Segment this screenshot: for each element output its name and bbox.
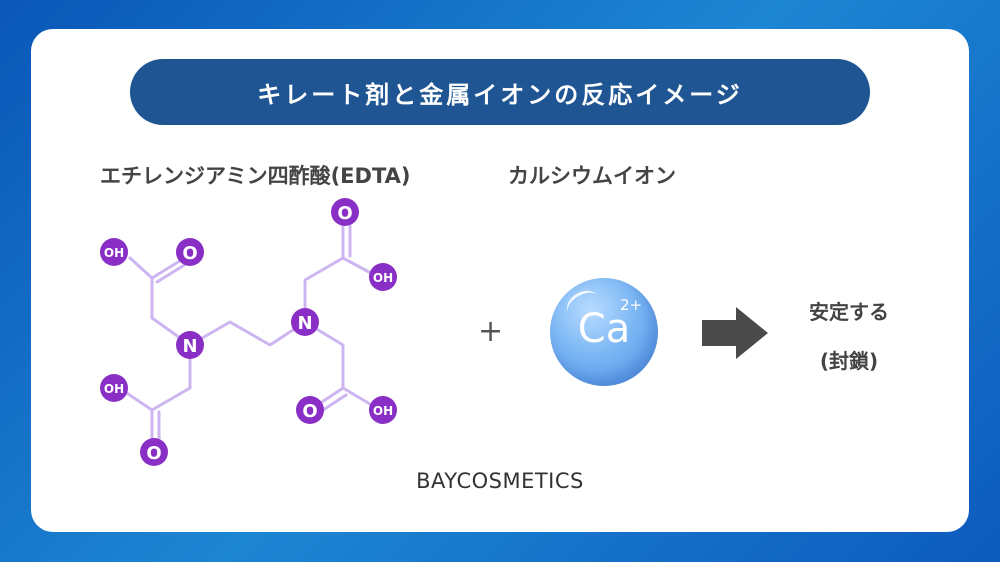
- atom-oh-lower-left: OH: [100, 374, 128, 402]
- edta-label: エチレンジアミン四酢酸(EDTA): [100, 164, 411, 188]
- edta-bonds: [120, 213, 382, 450]
- atom-oh-upper-right: OH: [369, 263, 397, 291]
- atom-n-left: N: [176, 331, 204, 359]
- plus-sign: +: [478, 314, 504, 349]
- svg-text:O: O: [302, 401, 317, 422]
- atom-oh-lower-right: OH: [369, 396, 397, 424]
- atom-o-upper-left: O: [176, 238, 204, 266]
- bond-ethylene: [188, 320, 307, 347]
- atom-o-lower-left: O: [140, 438, 168, 466]
- svg-text:O: O: [337, 203, 352, 224]
- svg-text:OH: OH: [104, 246, 124, 260]
- ion-charge: 2+: [620, 296, 643, 314]
- bond-n1-lower: [120, 343, 192, 412]
- page-title: キレート剤と金属イオンの反応イメージ: [130, 59, 870, 125]
- atom-o-upper-right: O: [331, 198, 359, 226]
- svg-text:OH: OH: [104, 382, 124, 396]
- svg-text:OH: OH: [373, 271, 393, 285]
- bond-upper-left-co-double: [155, 262, 188, 284]
- bond-n2-lower: [303, 320, 382, 412]
- bond-n1-upper: [128, 256, 192, 347]
- edta-atoms: OH O N OH O N O OH: [100, 198, 397, 466]
- atom-n-right: N: [291, 308, 319, 336]
- calcium-ion-label: カルシウムイオン: [508, 164, 676, 188]
- svg-text:O: O: [182, 243, 197, 264]
- ion-symbol: Ca: [577, 306, 631, 352]
- result-subtext: (封鎖): [819, 349, 879, 373]
- svg-text:O: O: [146, 443, 161, 464]
- svg-text:N: N: [182, 336, 197, 357]
- atom-o-lower-right: O: [296, 396, 324, 424]
- brand-watermark: BAYCOSMETICS: [416, 469, 584, 493]
- bond-n2-upper: [303, 256, 382, 324]
- atom-oh-upper-left: OH: [100, 238, 128, 266]
- result-text: 安定する: [809, 300, 889, 324]
- svg-text:OH: OH: [373, 404, 393, 418]
- arrow-right-icon: [702, 307, 768, 359]
- svg-text:N: N: [297, 313, 312, 334]
- calcium-ion-sphere: Ca 2+: [550, 278, 658, 386]
